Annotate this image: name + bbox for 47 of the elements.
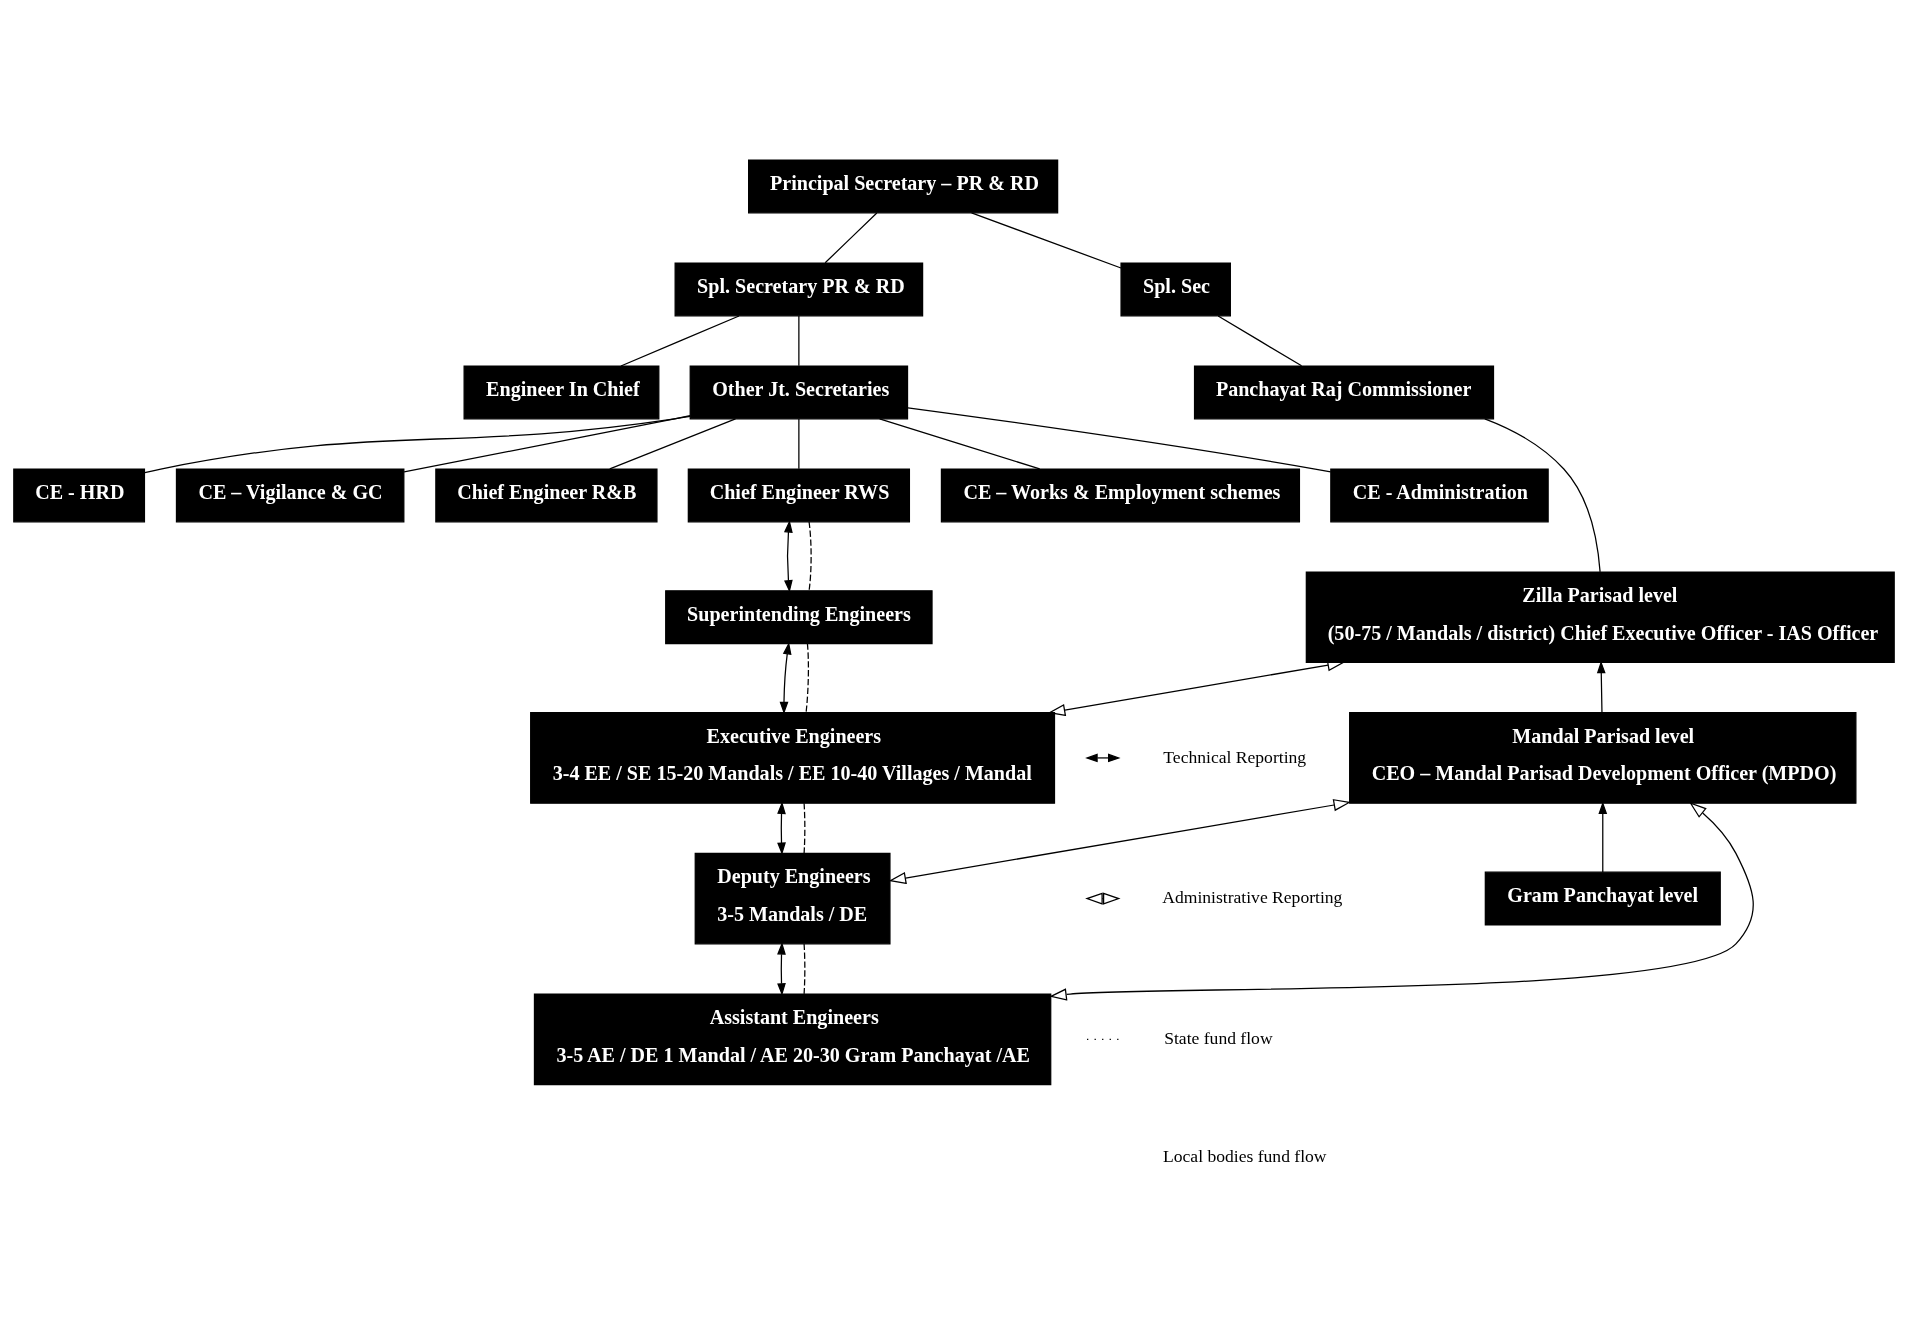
node-box: Superintending Engineers: [665, 590, 933, 645]
node-box: Other Jt. Secretaries: [689, 365, 909, 420]
arrow: [779, 641, 792, 715]
node-box: Deputy Engineers 3-5 Mandals / DE: [694, 852, 891, 945]
legend-label: State fund flow: [1164, 1027, 1273, 1048]
node-box: Chief Engineer RWS: [687, 468, 911, 523]
node-box: CE - Administration: [1330, 468, 1549, 523]
arrow: [777, 801, 786, 856]
node-box: CE – Vigilance & GC: [175, 468, 405, 523]
connector: [620, 315, 740, 367]
legend-label: Administrative Reporting: [1162, 887, 1343, 908]
legend-label: Technical Reporting: [1163, 746, 1307, 767]
connector: [144, 415, 691, 474]
node-box: Spl. Sec: [1120, 262, 1231, 317]
connector: [803, 943, 806, 995]
connector: [878, 418, 1041, 470]
node-box: Zilla Parisad level (50-75 / Mandals / district) Chief Executive Officer - IAS Officer: [1305, 571, 1895, 664]
node-box: Spl. Secretary PR & RD: [674, 262, 924, 317]
arrow: [784, 520, 793, 593]
connector: [798, 315, 800, 367]
node-box: CE - HRD: [13, 468, 146, 523]
node-box: Mandal Parisad level CEO – Mandal Parisad Development Officer (MPDO): [1349, 712, 1857, 804]
arrow: [1596, 660, 1606, 714]
connector: [970, 212, 1122, 269]
connector: [808, 521, 812, 592]
connector: [798, 418, 800, 470]
connector: [609, 418, 737, 470]
connector: [824, 212, 878, 264]
arrow: [888, 798, 1352, 885]
node-box: CE – Works & Employment schemes: [940, 468, 1301, 523]
node-box: Gram Panchayat level: [1484, 871, 1721, 926]
node-box: Panchayat Raj Commissioner: [1193, 365, 1495, 420]
connector: [803, 802, 806, 854]
connector: [1484, 418, 1601, 573]
legend-label: Local bodies fund flow: [1163, 1146, 1327, 1167]
arrow: [1049, 802, 1754, 1001]
node-box: Chief Engineer R&B: [435, 468, 658, 523]
connector: [1217, 315, 1303, 367]
node-box: Executive Engineers 3-4 EE / SE 15-20 Mandals / EE 10-40 Villages / Mandal: [530, 712, 1056, 804]
arrow: [1598, 801, 1608, 873]
node-box: Principal Secretary – PR & RD: [748, 159, 1059, 214]
arrow: [777, 942, 786, 996]
connector: [805, 643, 810, 714]
node-box: Assistant Engineers 3-5 AE / DE 1 Mandal / AE 20-30 Gram Panchayat /AE: [533, 993, 1052, 1086]
node-box: Engineer In Chief: [463, 365, 660, 420]
connector: [403, 415, 691, 473]
connector: [907, 407, 1332, 473]
